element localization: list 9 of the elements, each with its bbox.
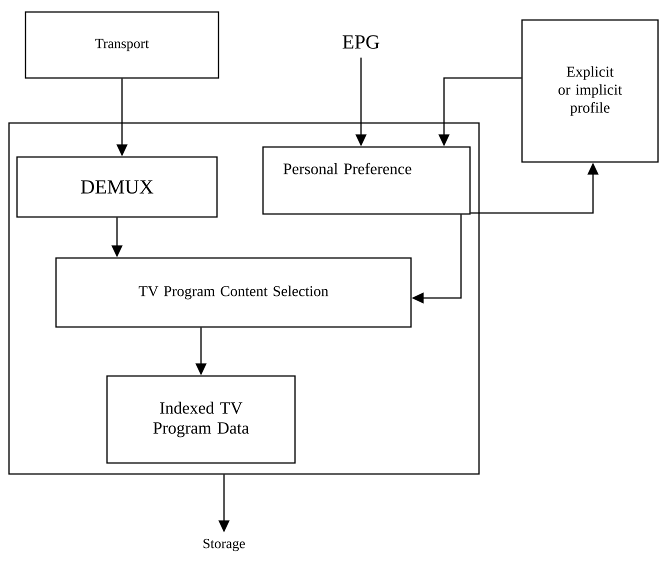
sink-label: Storage — [204, 538, 245, 552]
process-box: TV Program Content Selection — [55, 257, 412, 328]
source-label: EPG — [342, 35, 380, 49]
process-box: Transport — [24, 11, 220, 79]
process-box: Indexed TV Program Data — [106, 375, 296, 464]
process-box: Explicit or implicit profile — [521, 19, 659, 163]
process-box: Personal Preference — [262, 146, 471, 215]
system-boundary-box — [8, 122, 480, 475]
process-box: DEMUX — [16, 156, 218, 218]
